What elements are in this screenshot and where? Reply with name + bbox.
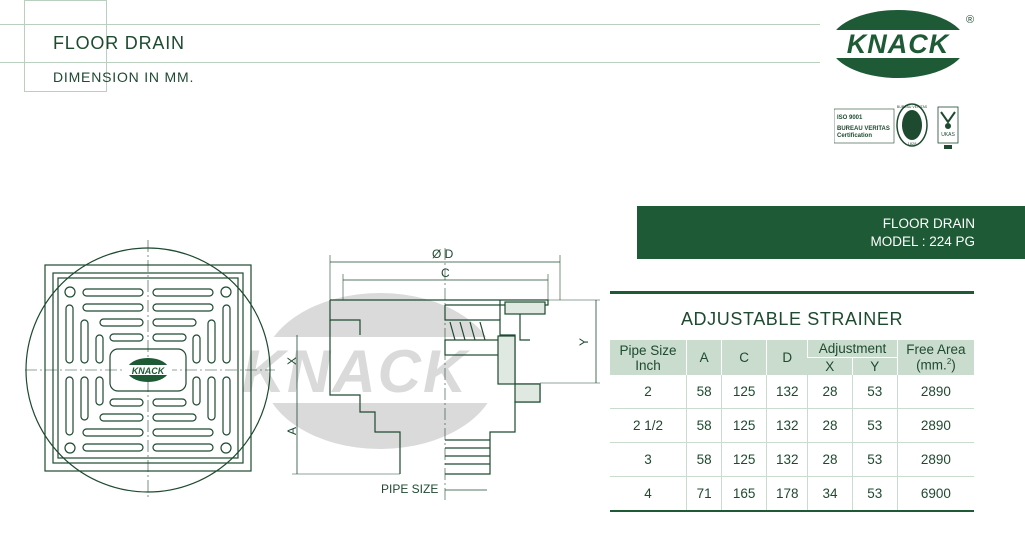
cell-y: 53 — [851, 442, 898, 477]
col-free-area-unit: (mm.2) — [916, 357, 956, 373]
technical-drawing: KNACK — [25, 240, 600, 500]
cert-iso: ISO 9001 — [837, 115, 863, 121]
table-top-rule — [610, 291, 974, 294]
watermark-text: KNACK — [242, 338, 470, 405]
cell-c: 125 — [721, 408, 767, 443]
label-pipe-size: PIPE SIZE — [381, 482, 438, 496]
cell-free-area: 2890 — [896, 408, 974, 443]
table-row: 2 58 125 132 28 53 2890 — [610, 375, 974, 409]
cert-type: Certification — [837, 133, 872, 139]
cert-seal-top: BUREAU VERITAS — [897, 105, 928, 109]
col-adjustment: Adjustment — [807, 340, 898, 358]
spec-table-section: ADJUSTABLE STRAINER Pipe Size Inch A C D… — [610, 291, 974, 512]
cell-d: 132 — [766, 442, 808, 477]
frame-line-top — [0, 24, 820, 25]
cell-y: 53 — [851, 476, 898, 512]
grate-logo-text: KNACK — [132, 366, 166, 376]
cell-x: 28 — [807, 375, 853, 409]
grate-logo: KNACK — [124, 358, 172, 382]
col-pipe-size-label: Pipe Size — [619, 342, 677, 358]
plan-view — [25, 240, 275, 500]
cell-x: 28 — [807, 442, 853, 477]
table-row: 2 1/2 58 125 132 28 53 2890 — [610, 408, 974, 443]
registered-mark: ® — [966, 14, 975, 26]
cell-d: 178 — [766, 476, 808, 512]
table-row: 3 58 125 132 28 53 2890 — [610, 442, 974, 477]
watermark: KNACK — [195, 293, 555, 449]
certification-badge: ISO 9001 BUREAU VERITAS Certification BU… — [834, 103, 959, 149]
label-x: X — [285, 357, 299, 365]
model-banner: FLOOR DRAIN MODEL : 224 PG — [637, 206, 1025, 259]
knack-logo: KNACK — [828, 10, 978, 78]
col-x: X — [807, 357, 853, 375]
cell-free-area: 2890 — [896, 442, 974, 477]
label-a: A — [285, 427, 299, 435]
cell-x: 28 — [807, 408, 853, 443]
label-c: C — [441, 266, 450, 280]
cell-a: 58 — [686, 375, 722, 409]
cell-a: 58 — [686, 442, 722, 477]
page-title: FLOOR DRAIN — [53, 33, 185, 53]
col-d: D — [766, 340, 808, 375]
col-pipe-size-unit: Inch — [635, 357, 661, 373]
banner-product: FLOOR DRAIN — [882, 216, 975, 231]
frame-line-mid — [0, 62, 820, 63]
cell-y: 53 — [851, 375, 898, 409]
col-free-area: Free Area (mm.2) — [896, 340, 974, 375]
col-free-area-label: Free Area — [906, 342, 966, 358]
cell-free-area: 6900 — [896, 476, 974, 512]
table-row: 4 71 165 178 34 53 6900 — [610, 476, 974, 512]
section-view — [292, 248, 600, 500]
cell-c: 125 — [721, 442, 767, 477]
cell-x: 34 — [807, 476, 853, 512]
label-y: Y — [577, 338, 591, 346]
cell-pipe-size: 2 1/2 — [610, 408, 687, 443]
cell-pipe-size: 2 — [610, 375, 687, 409]
cell-a: 58 — [686, 408, 722, 443]
frame-line-box-bottom — [24, 91, 107, 92]
page-subtitle: DIMENSION IN MM. — [53, 69, 195, 85]
spec-table: Pipe Size Inch A C D Adjustment Free Are… — [610, 340, 974, 512]
logo-text: KNACK — [847, 29, 951, 59]
frame-line-right — [106, 0, 107, 91]
frame-line-box-top — [24, 0, 107, 1]
frame-line-left — [24, 0, 25, 91]
cert-body: BUREAU VERITAS — [837, 126, 890, 132]
cell-d: 132 — [766, 408, 808, 443]
cell-a: 71 — [686, 476, 722, 512]
cert-ukas: UKAS — [941, 132, 955, 138]
cert-seal-year: 1828 — [908, 141, 918, 146]
col-a: A — [686, 340, 722, 375]
cell-c: 125 — [721, 375, 767, 409]
cell-free-area: 2890 — [896, 375, 974, 409]
cell-y: 53 — [851, 408, 898, 443]
cell-d: 132 — [766, 375, 808, 409]
cell-pipe-size: 3 — [610, 442, 687, 477]
label-diameter-d: Ø D — [432, 247, 454, 261]
cell-pipe-size: 4 — [610, 476, 687, 512]
cell-c: 165 — [721, 476, 767, 512]
col-c: C — [721, 340, 767, 375]
col-pipe-size: Pipe Size Inch — [610, 340, 687, 375]
banner-model: MODEL : 224 PG — [870, 234, 975, 249]
col-y: Y — [851, 357, 898, 375]
table-title: ADJUSTABLE STRAINER — [680, 309, 904, 329]
